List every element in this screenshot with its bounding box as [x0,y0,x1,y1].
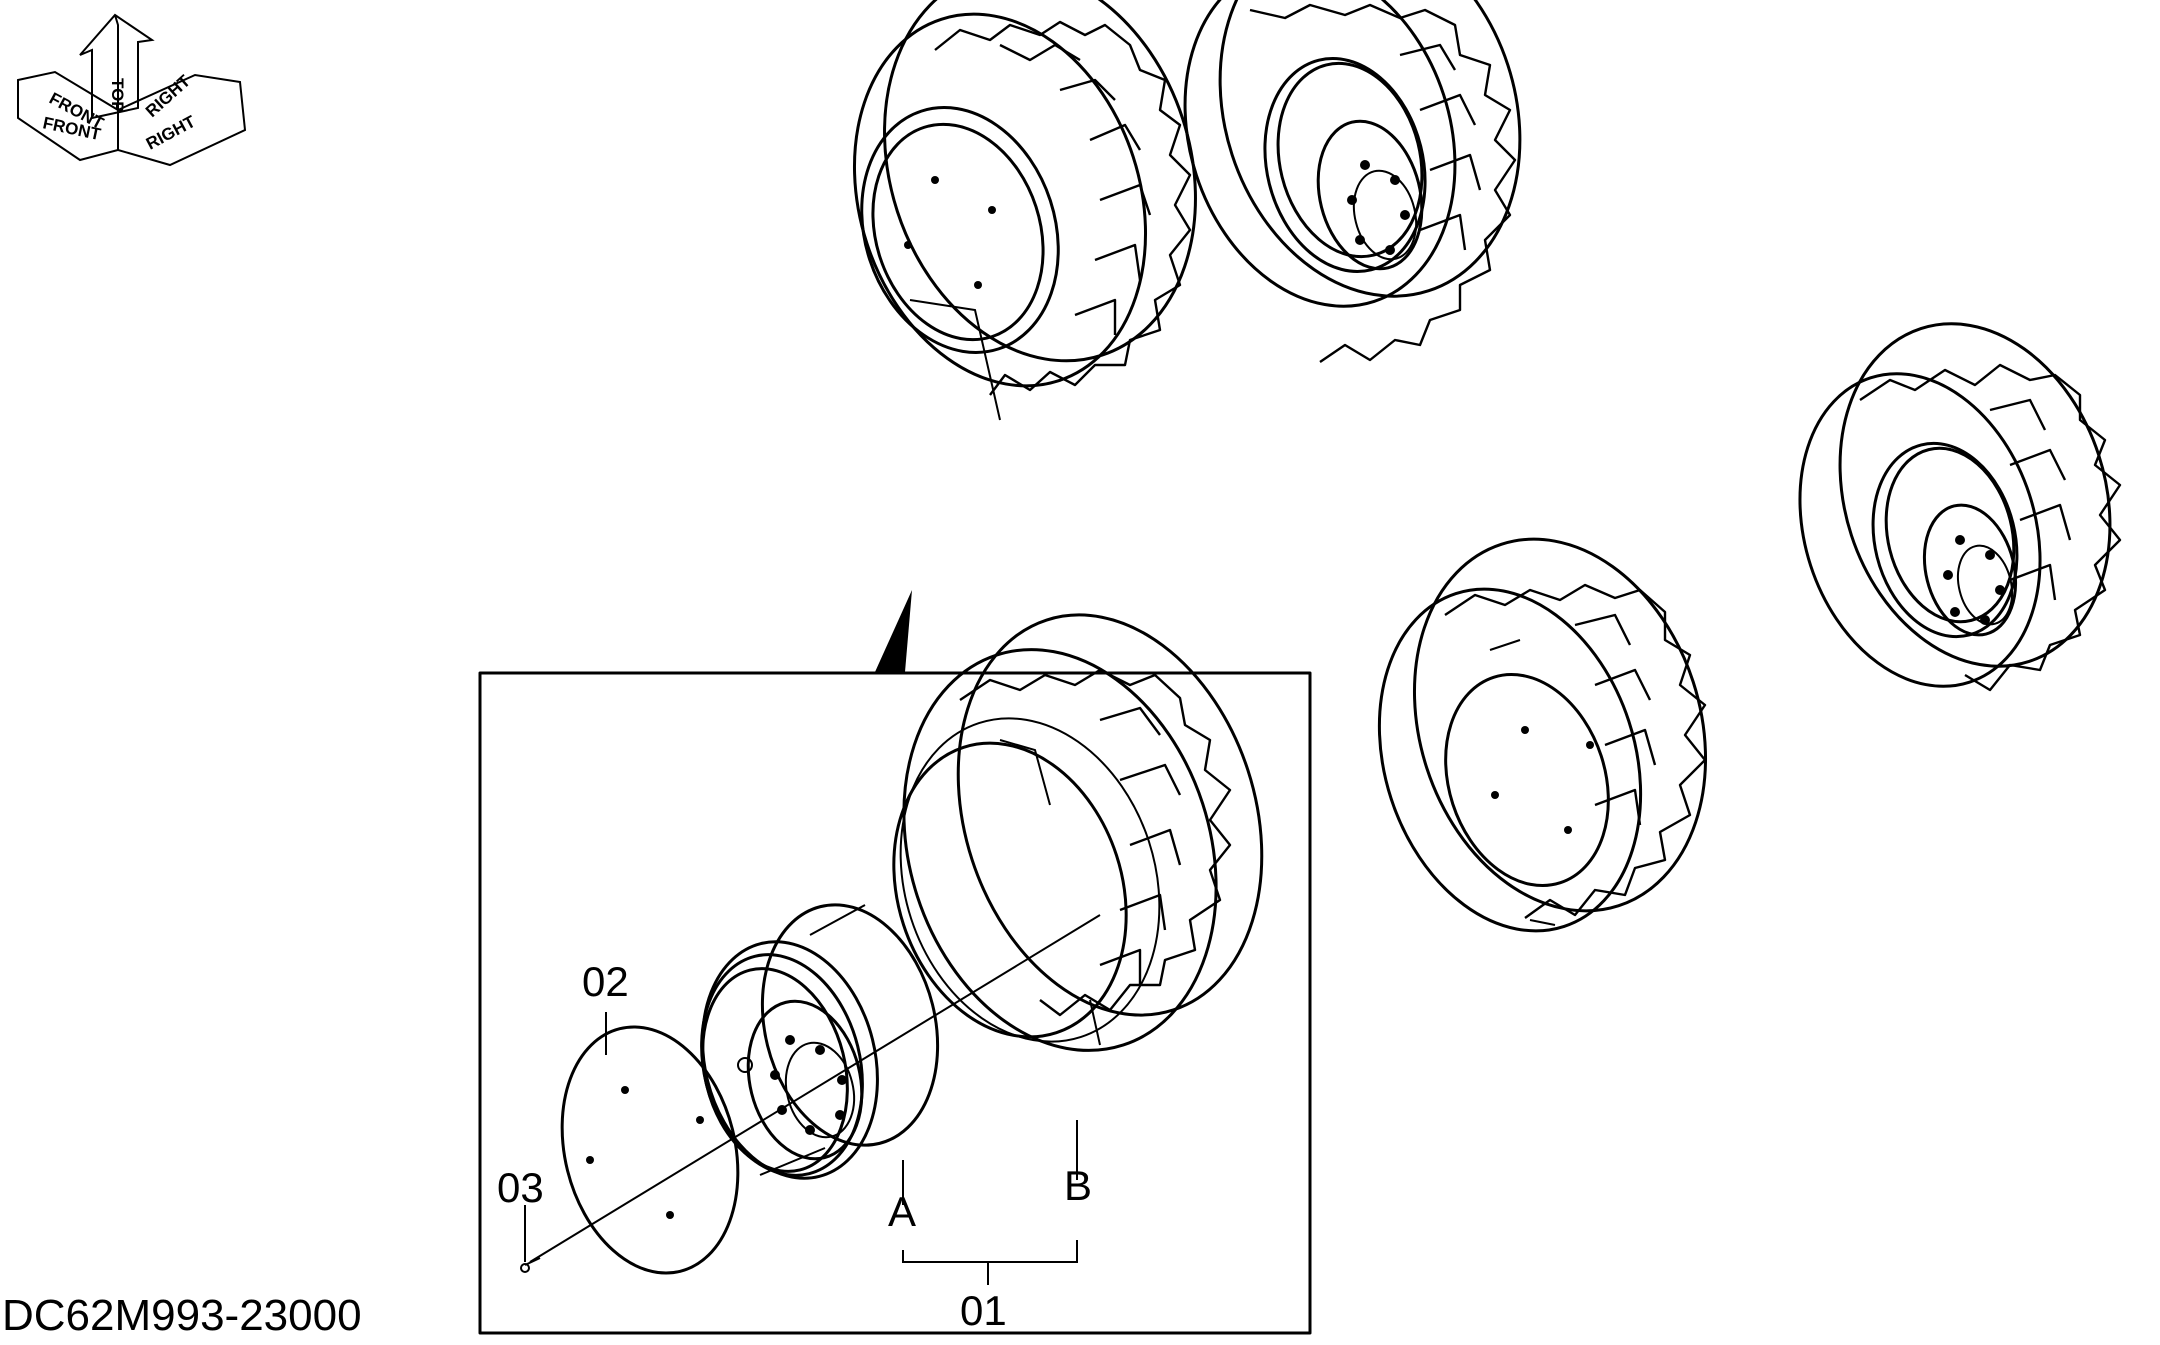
rim-part-a [700,903,940,1180]
callout-01: 01 [960,1287,1007,1334]
exploded-view-frame [478,671,1312,1335]
callout-a: A [888,1188,916,1235]
cover-part-02 [560,1025,740,1275]
wheel-front-left-cover-view [852,0,1197,421]
orientation-icon: TOP FRONT FRONT RIGHT RIGHT [17,13,247,167]
detail-pointer [875,590,912,672]
wheel-front-right-rim-view [1183,0,1522,363]
drawing-code: DC62M993-23000 [2,1291,362,1340]
callout-b: B [1064,1162,1092,1209]
tire-part-b [892,613,1264,1052]
assembly-axis [529,914,1101,1263]
wheel-rear-left-cover-view [1377,537,1708,933]
wheel-rear-right-rim-view [1798,322,2122,692]
callout-03: 03 [497,1164,544,1211]
callout-02: 02 [582,958,629,1005]
orientation-top-label: TOP [108,78,127,113]
bolt-part-03 [520,1257,541,1273]
